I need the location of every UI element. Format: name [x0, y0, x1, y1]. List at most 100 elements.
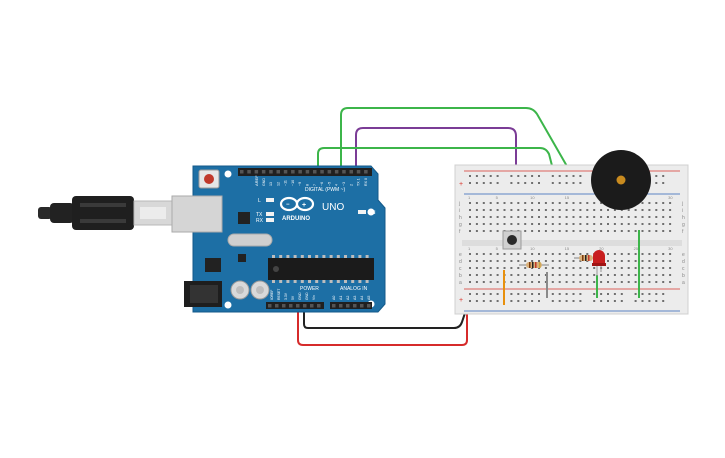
breadboard-hole[interactable] — [620, 260, 623, 262]
breadboard-hole[interactable] — [496, 253, 499, 255]
breadboard-hole[interactable] — [572, 260, 575, 262]
breadboard-hole[interactable] — [600, 300, 603, 302]
breadboard-hole[interactable] — [662, 202, 665, 204]
breadboard-hole[interactable] — [641, 281, 644, 283]
breadboard-hole[interactable] — [482, 182, 485, 184]
breadboard-hole[interactable] — [634, 281, 637, 283]
breadboard-hole[interactable] — [607, 230, 609, 232]
breadboard-hole[interactable] — [648, 260, 651, 262]
breadboard-hole[interactable] — [544, 260, 547, 262]
breadboard-hole[interactable] — [586, 209, 589, 211]
header-pin[interactable] — [305, 170, 310, 174]
breadboard-hole[interactable] — [510, 300, 513, 302]
header-pin[interactable] — [269, 170, 273, 174]
breadboard-hole[interactable] — [572, 300, 575, 302]
breadboard-hole[interactable] — [517, 202, 520, 204]
arduino-uno-board[interactable]: L TX RX ON − + ARDUINO UNO AREF DIGITAL … — [171, 165, 386, 313]
breadboard-hole[interactable] — [593, 293, 596, 295]
breadboard-hole[interactable] — [586, 253, 589, 255]
breadboard-hole[interactable] — [489, 253, 492, 255]
breadboard-hole[interactable] — [600, 281, 603, 283]
header-pin[interactable] — [240, 170, 244, 174]
breadboard-hole[interactable] — [655, 253, 658, 255]
breadboard-hole[interactable] — [510, 293, 513, 295]
breadboard-hole[interactable] — [627, 253, 630, 255]
breadboard-hole[interactable] — [524, 182, 527, 184]
breadboard-hole[interactable] — [669, 223, 672, 225]
breadboard-hole[interactable] — [593, 274, 596, 276]
header-pin[interactable] — [303, 304, 307, 308]
breadboard-hole[interactable] — [482, 300, 485, 302]
breadboard-hole[interactable] — [579, 260, 582, 262]
breadboard-hole[interactable] — [496, 202, 499, 204]
header-pin[interactable] — [298, 170, 302, 174]
breadboard-hole[interactable] — [517, 274, 520, 276]
header-pin[interactable] — [276, 170, 281, 174]
breadboard-hole[interactable] — [489, 230, 492, 232]
breadboard-hole[interactable] — [469, 293, 471, 295]
breadboard-hole[interactable] — [551, 216, 554, 218]
breadboard-hole[interactable] — [558, 216, 561, 218]
breadboard-hole[interactable] — [579, 202, 582, 204]
breadboard-hole[interactable] — [593, 202, 596, 204]
breadboard-hole[interactable] — [572, 202, 575, 204]
breadboard-hole[interactable] — [558, 293, 561, 295]
breadboard-hole[interactable] — [593, 209, 596, 211]
breadboard-hole[interactable] — [475, 202, 478, 204]
breadboard-hole[interactable] — [620, 223, 623, 225]
breadboard-hole[interactable] — [475, 267, 478, 269]
wire-red-5v[interactable] — [297, 306, 468, 346]
breadboard-hole[interactable] — [551, 230, 554, 232]
header-pin[interactable] — [356, 170, 361, 174]
breadboard-hole[interactable] — [551, 175, 554, 177]
breadboard-hole[interactable] — [558, 202, 561, 204]
breadboard-hole[interactable] — [565, 260, 568, 262]
breadboard-hole[interactable] — [551, 182, 554, 184]
wire-purple-pin4[interactable] — [355, 127, 517, 216]
breadboard-hole[interactable] — [641, 209, 644, 211]
breadboard-hole[interactable] — [544, 223, 547, 225]
breadboard-hole[interactable] — [551, 293, 554, 295]
breadboard-hole[interactable] — [510, 175, 513, 177]
breadboard-hole[interactable] — [641, 202, 644, 204]
breadboard-hole[interactable] — [655, 209, 658, 211]
breadboard-hole[interactable] — [662, 293, 665, 295]
breadboard-hole[interactable] — [565, 293, 568, 295]
breadboard-hole[interactable] — [600, 293, 603, 295]
breadboard-hole[interactable] — [648, 230, 651, 232]
breadboard-hole[interactable] — [510, 209, 513, 211]
breadboard-hole[interactable] — [538, 209, 540, 211]
breadboard-hole[interactable] — [641, 216, 644, 218]
breadboard-hole[interactable] — [469, 281, 471, 283]
breadboard-hole[interactable] — [586, 202, 589, 204]
breadboard-hole[interactable] — [620, 209, 623, 211]
breadboard-hole[interactable] — [524, 267, 527, 269]
breadboard-hole[interactable] — [572, 253, 575, 255]
breadboard-hole[interactable] — [620, 274, 623, 276]
breadboard-hole[interactable] — [579, 300, 582, 302]
resistor[interactable] — [574, 255, 598, 261]
usb-cable[interactable] — [38, 196, 173, 230]
breadboard-hole[interactable] — [558, 267, 561, 269]
breadboard-hole[interactable] — [620, 230, 623, 232]
breadboard-hole[interactable] — [627, 230, 630, 232]
breadboard-hole[interactable] — [524, 209, 527, 211]
breadboard-hole[interactable] — [634, 300, 637, 302]
breadboard-hole[interactable] — [524, 260, 527, 262]
breadboard-hole[interactable] — [524, 230, 527, 232]
breadboard-hole[interactable] — [586, 230, 589, 232]
breadboard-hole[interactable] — [551, 223, 554, 225]
header-pin[interactable] — [283, 170, 288, 174]
breadboard-hole[interactable] — [503, 267, 506, 269]
breadboard-hole[interactable] — [613, 274, 616, 276]
breadboard-hole[interactable] — [544, 209, 547, 211]
breadboard-hole[interactable] — [482, 175, 485, 177]
breadboard-hole[interactable] — [648, 267, 651, 269]
wire-green-pin7[interactable] — [340, 107, 604, 230]
breadboard-hole[interactable] — [579, 281, 582, 283]
breadboard-hole[interactable] — [579, 230, 582, 232]
breadboard-hole[interactable] — [517, 253, 520, 255]
header-pin[interactable] — [334, 170, 339, 174]
breadboard-hole[interactable] — [482, 293, 485, 295]
breadboard-hole[interactable] — [662, 209, 665, 211]
